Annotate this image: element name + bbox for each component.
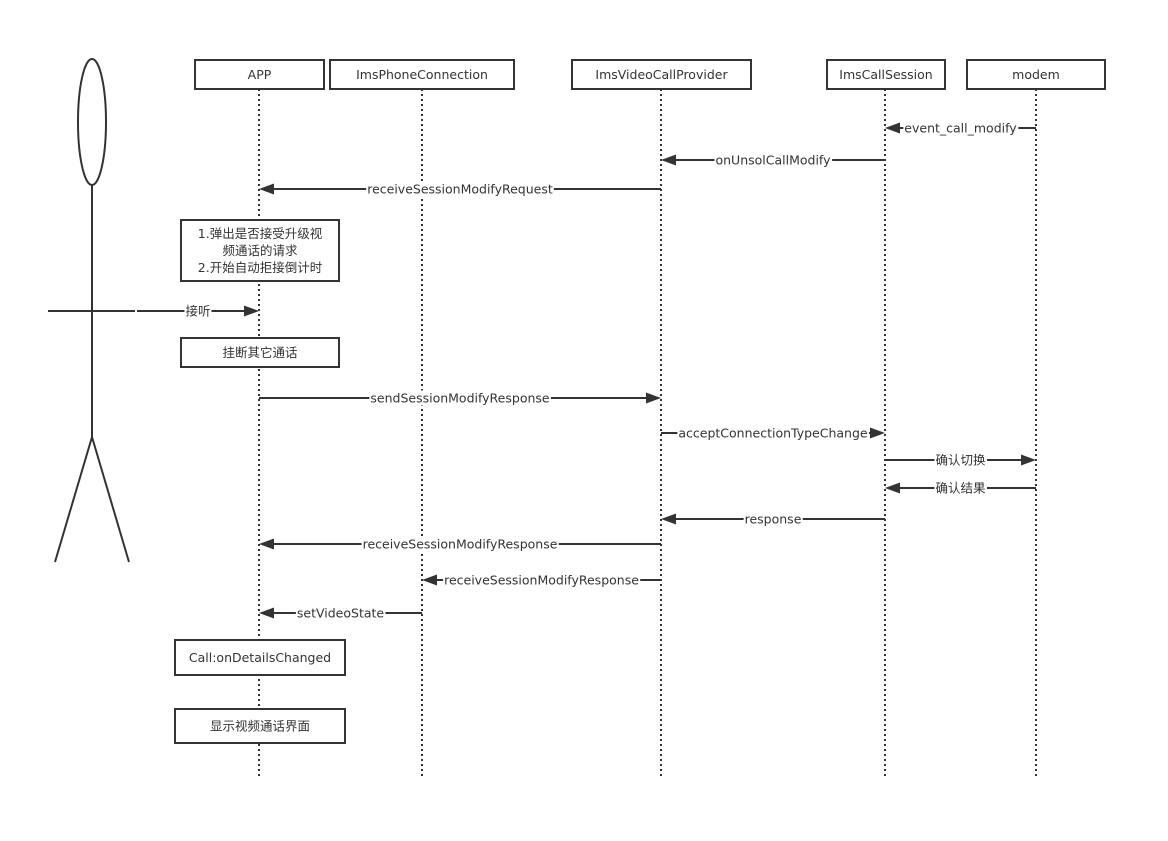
note: Call:onDetailsChanged xyxy=(174,639,346,676)
message-label: event_call_modify xyxy=(904,121,1017,136)
message-arrow: receiveSessionModifyRequest xyxy=(259,181,661,197)
label-background xyxy=(369,390,551,406)
arrowhead-icon xyxy=(661,154,676,166)
label-background xyxy=(934,480,987,496)
note-text: 1.弹出是否接受升级视 xyxy=(198,226,323,241)
message-label: 接听 xyxy=(185,304,210,319)
participant-box xyxy=(194,59,325,90)
actor-right-leg xyxy=(91,436,130,563)
participant-box xyxy=(966,59,1106,90)
participant-ipc: ImsPhoneConnection xyxy=(329,59,515,777)
arrowhead-icon xyxy=(885,122,900,134)
arrowhead-icon xyxy=(259,607,274,619)
arrowhead-icon xyxy=(885,482,900,494)
label-background xyxy=(903,120,1019,136)
note-box xyxy=(180,219,340,282)
participant-modem: modem xyxy=(966,59,1106,777)
participant-label: ImsPhoneConnection xyxy=(356,67,488,82)
note-text: Call:onDetailsChanged xyxy=(189,650,331,665)
message-arrow: onUnsolCallModify xyxy=(661,152,885,168)
note-box xyxy=(174,639,346,676)
message-arrow: response xyxy=(661,511,885,527)
message-arrow: 确认结果 xyxy=(885,480,1036,496)
message-label: sendSessionModifyResponse xyxy=(370,391,550,406)
arrowhead-icon xyxy=(259,183,274,195)
message-arrow: sendSessionModifyResponse xyxy=(259,390,661,406)
participant-box xyxy=(329,59,515,90)
note-text: 频通话的请求 xyxy=(222,243,298,258)
message-label: receiveSessionModifyResponse xyxy=(444,573,639,588)
arrowhead-icon xyxy=(661,513,676,525)
message-arrow: receiveSessionModifyResponse xyxy=(259,536,661,552)
arrowhead-icon xyxy=(1021,454,1036,466)
message-arrow: event_call_modify xyxy=(885,120,1036,136)
participant-label: ImsCallSession xyxy=(839,67,932,82)
message-arrow: acceptConnectionTypeChange xyxy=(661,425,885,441)
note-box xyxy=(180,337,340,368)
participant-label: ImsVideoCallProvider xyxy=(595,67,728,82)
label-background xyxy=(366,181,554,197)
message-label: receiveSessionModifyRequest xyxy=(367,182,553,197)
actor-left-leg xyxy=(54,436,93,563)
label-background xyxy=(184,303,212,319)
participant-ivcp: ImsVideoCallProvider xyxy=(571,59,752,777)
note: 显示视频通话界面 xyxy=(174,708,346,744)
message-arrow: 接听 xyxy=(137,303,259,319)
message-label: acceptConnectionTypeChange xyxy=(678,426,868,441)
label-background xyxy=(714,152,833,168)
message-arrow: setVideoState xyxy=(259,605,422,621)
label-background xyxy=(743,511,803,527)
participant-box xyxy=(571,59,752,90)
label-background xyxy=(443,572,641,588)
arrowhead-icon xyxy=(870,427,885,439)
arrowhead-icon xyxy=(244,305,259,317)
label-background xyxy=(361,536,559,552)
arrowhead-icon xyxy=(259,538,274,550)
message-label: setVideoState xyxy=(297,606,385,621)
participant-ics: ImsCallSession xyxy=(826,59,946,777)
message-label: 确认结果 xyxy=(935,481,986,496)
label-background xyxy=(295,605,386,621)
note-text: 挂断其它通话 xyxy=(222,345,297,360)
message-label: receiveSessionModifyResponse xyxy=(363,537,558,552)
participant-label: modem xyxy=(1012,67,1060,82)
note-text: 2.开始自动拒接倒计时 xyxy=(198,260,323,275)
arrowhead-icon xyxy=(646,392,661,404)
message-label: 确认切换 xyxy=(935,453,986,468)
arrowhead-icon xyxy=(422,574,437,586)
participant-app: APP xyxy=(194,59,325,777)
note-text: 显示视频通话界面 xyxy=(210,719,310,734)
label-background xyxy=(934,452,987,468)
note: 挂断其它通话 xyxy=(180,337,340,368)
message-arrow: receiveSessionModifyResponse xyxy=(422,572,661,588)
participant-box xyxy=(826,59,946,90)
message-label: response xyxy=(745,512,802,527)
label-background xyxy=(677,425,869,441)
note-box xyxy=(174,708,346,744)
actor-head xyxy=(77,58,107,186)
participant-label: APP xyxy=(248,67,272,82)
message-arrow: 确认切换 xyxy=(885,452,1036,468)
actor-figure xyxy=(48,58,135,563)
message-label: onUnsolCallModify xyxy=(715,153,831,168)
